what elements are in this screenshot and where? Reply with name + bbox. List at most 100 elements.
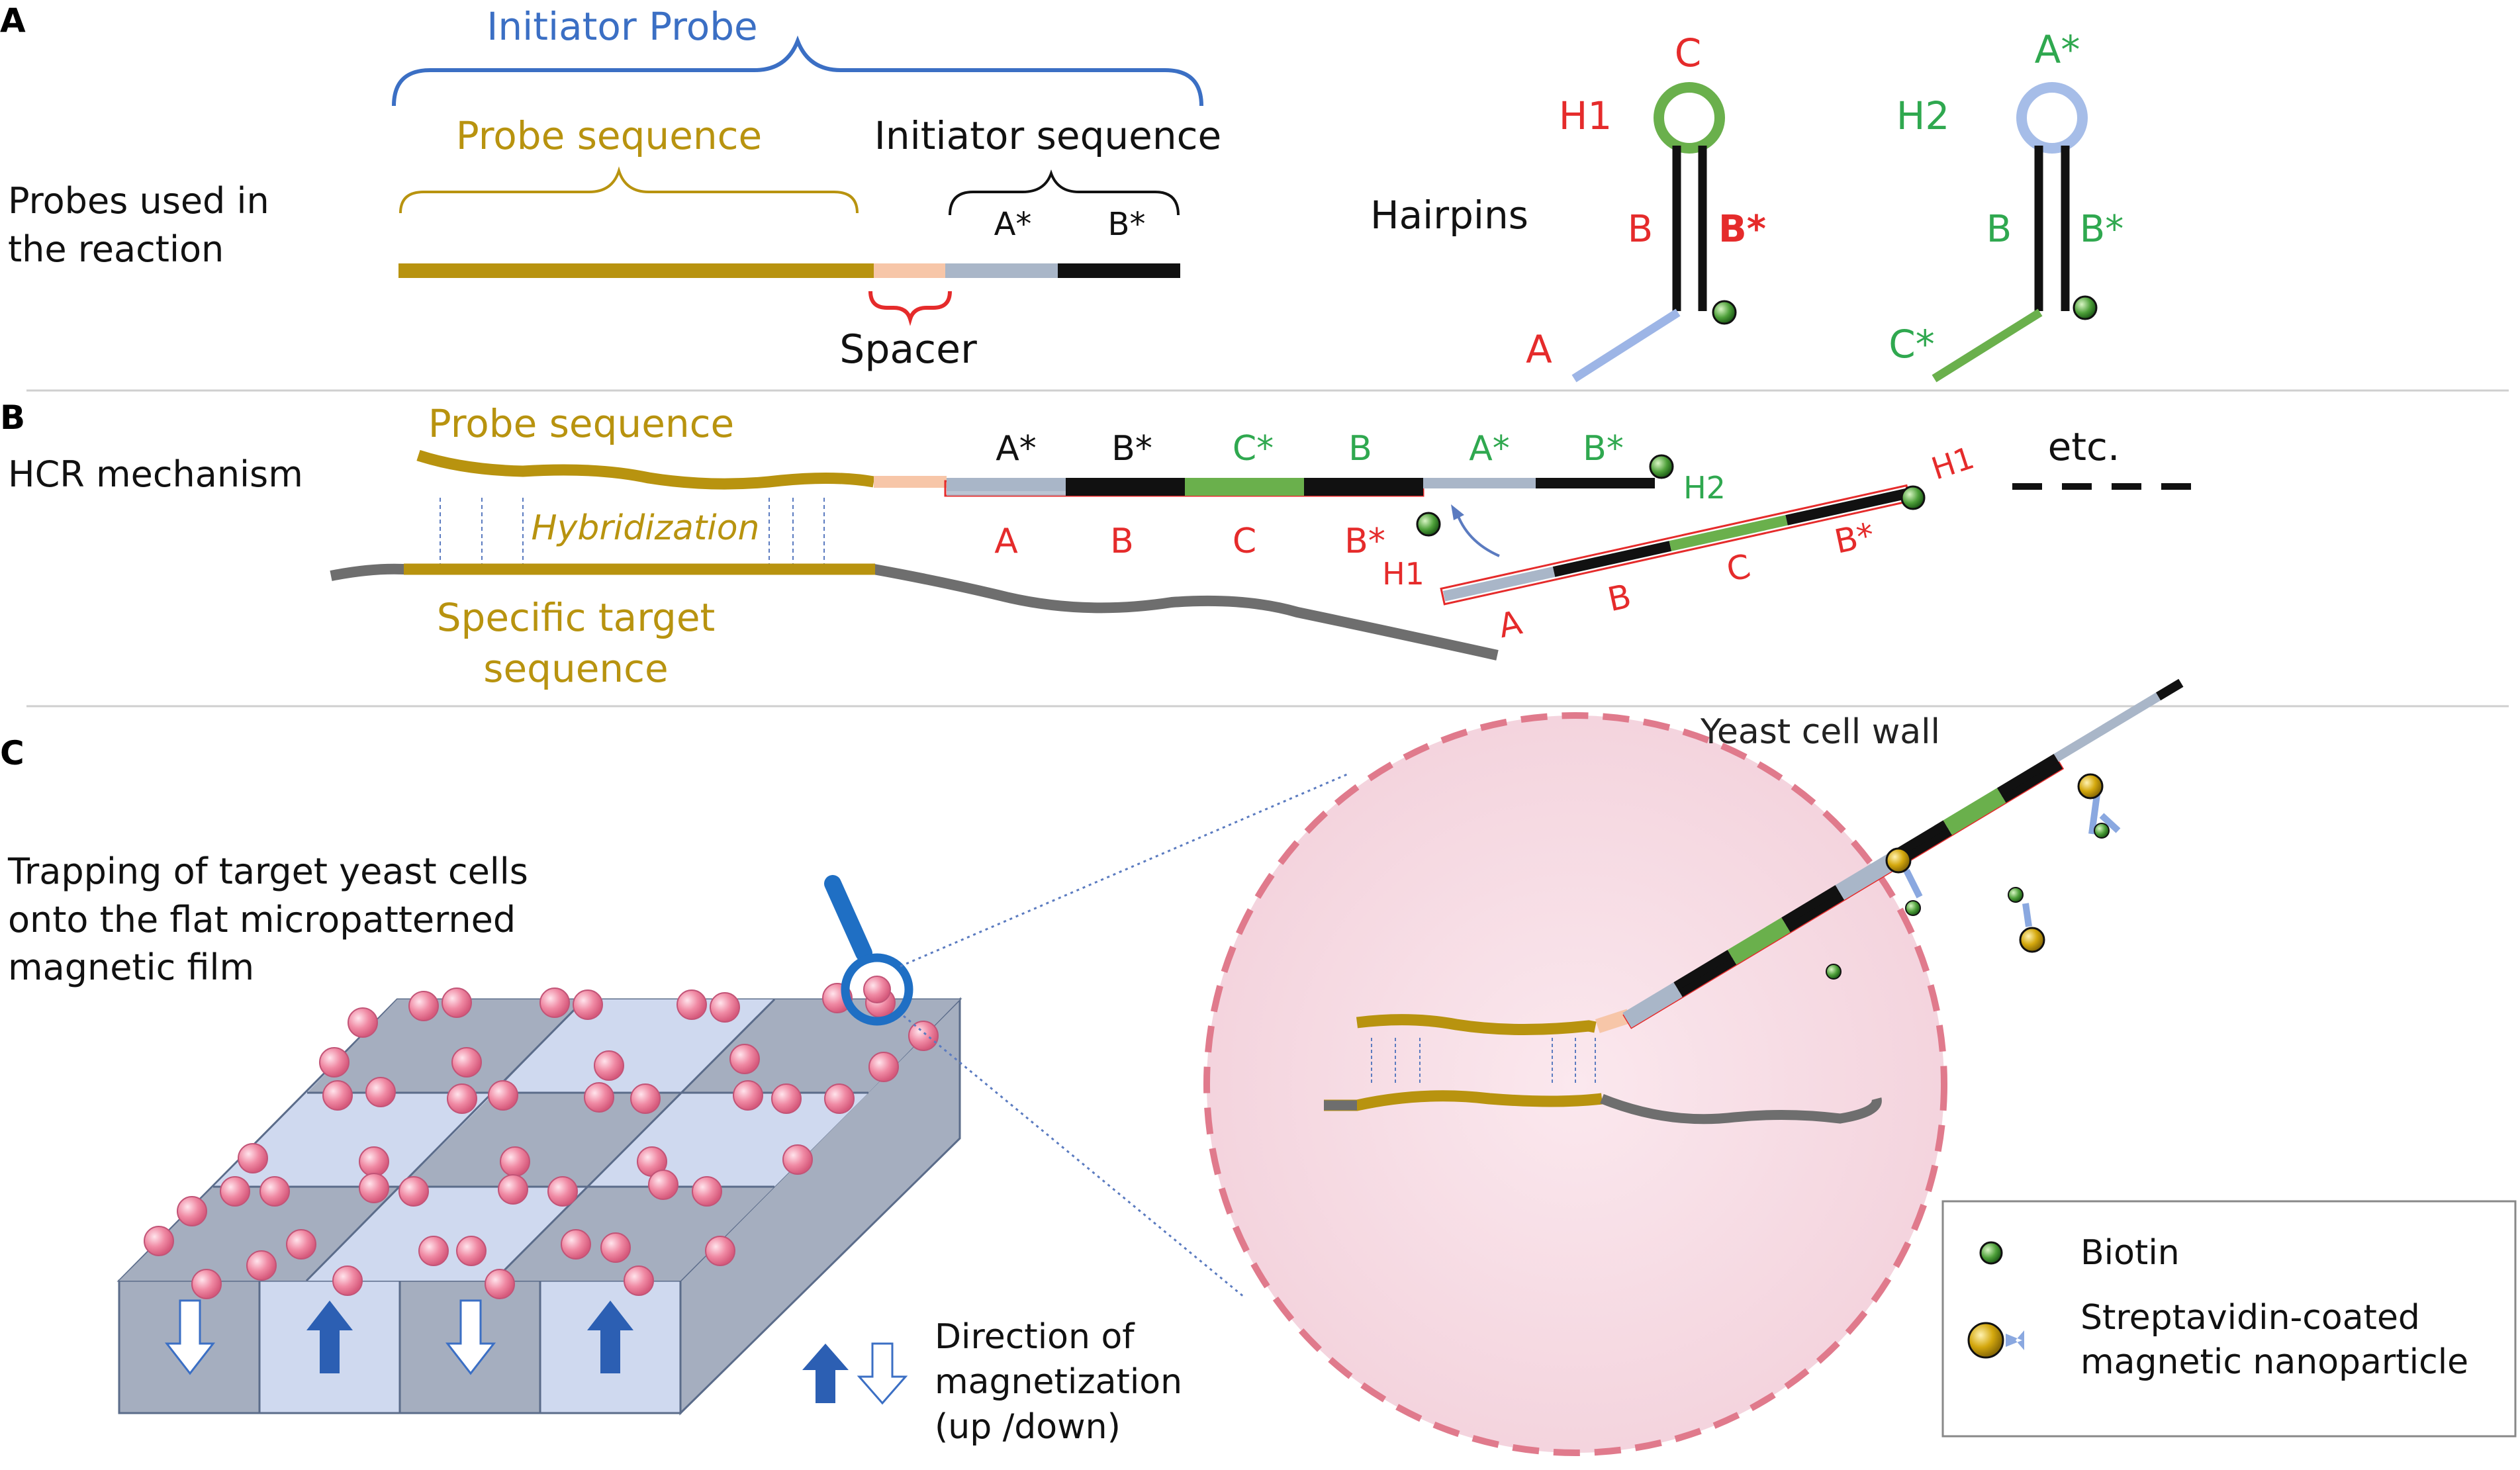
b-h1-label-a: H1 <box>1382 556 1424 592</box>
nanoparticle-icon <box>1885 847 1912 874</box>
yeast-cell <box>539 988 570 1018</box>
yeast-cell <box>500 1146 530 1177</box>
panel-a-a-star: A* <box>994 206 1032 243</box>
spacer-label: Spacer <box>839 326 977 373</box>
yeast-cell <box>677 989 707 1020</box>
b-bottom-label-1: B <box>1110 522 1134 561</box>
b-etc-label: etc. <box>2048 424 2120 469</box>
spacer-bar <box>874 263 945 278</box>
h1-toehold <box>1571 308 1681 383</box>
spacer-brace <box>868 291 952 326</box>
b-top-label-3: B <box>1348 429 1372 469</box>
yeast-cell <box>447 1083 477 1114</box>
yeast-cell <box>238 1143 268 1173</box>
yeast-cell <box>868 1052 899 1082</box>
b-arrow-head-icon <box>1451 504 1464 520</box>
panel-a-side-label-2: the reaction <box>8 228 224 270</box>
target-label-2: sequence <box>483 646 669 691</box>
h2-loop <box>2016 82 2088 154</box>
yeast-cell <box>191 1269 222 1299</box>
b-diag-label-3: B* <box>1831 516 1877 561</box>
yeast-cell-wall-circle <box>1203 712 1947 1456</box>
yeast-cell <box>782 1144 813 1175</box>
h1-loop-label: C <box>1675 30 1702 75</box>
yeast-cell <box>177 1196 207 1226</box>
legend-nanoparticle-icon <box>1967 1322 2004 1359</box>
yeast-cell <box>286 1229 316 1260</box>
b-top-label-0: A* <box>996 429 1037 469</box>
legend-arrow-up-icon <box>802 1344 849 1403</box>
h1-name: H1 <box>1559 93 1612 138</box>
magnetization-label-1: Direction of <box>935 1317 1135 1357</box>
probe-sequence-bar <box>398 263 874 278</box>
magnetization-arrows <box>164 1299 633 1375</box>
yeast-cell <box>498 1174 528 1205</box>
probe-sequence-brace <box>399 166 859 214</box>
yeast-cell <box>246 1250 277 1281</box>
b-star-bar <box>1058 263 1180 278</box>
zoom-line-lower <box>903 1015 1245 1299</box>
b-h1-label-b: H1 <box>1927 439 1978 486</box>
hybridization-label: Hybridization <box>532 508 760 548</box>
panel-c-side-3: magnetic film <box>8 946 254 988</box>
h2-toehold-label: C* <box>1889 322 1935 367</box>
h1-loop <box>1654 82 1725 154</box>
legend-biotin-label: Biotin <box>2080 1233 2180 1273</box>
legend-streptavidin-icon <box>2006 1330 2024 1350</box>
legend-biotin-icon <box>1979 1241 2003 1265</box>
initiator-probe-label: Initiator Probe <box>487 4 757 49</box>
nanoparticle-icon <box>2077 773 2104 800</box>
b-top-label-5: B* <box>1583 429 1624 469</box>
hairpin-h1: H1 C B B* A <box>1526 30 1766 383</box>
b-probe-sequence-label: Probe sequence <box>428 401 734 446</box>
yeast-cell <box>547 1176 578 1207</box>
yeast-cell <box>594 1050 624 1081</box>
b-diag-label-1: B <box>1605 576 1635 619</box>
yeast-cell <box>348 1007 378 1038</box>
yeast-cell <box>144 1226 174 1256</box>
yeast-cell <box>408 991 439 1021</box>
magnetization-label-2: magnetization <box>935 1362 1182 1402</box>
b-diag-biotin-icon <box>1900 485 1926 510</box>
hairpins-label: Hairpins <box>1370 193 1528 238</box>
yeast-cell <box>220 1176 250 1207</box>
yeast-cell <box>398 1176 429 1207</box>
b-bottom-label-3: B* <box>1344 522 1385 561</box>
arrow-down-icon <box>445 1299 496 1375</box>
yeast-cell <box>692 1176 722 1207</box>
panel-c-side-1: Trapping of target yeast cells <box>7 850 528 892</box>
b-h2-biotin-icon <box>1649 454 1674 479</box>
h2-loop-label: A* <box>2035 27 2080 72</box>
yeast-cell <box>584 1082 614 1113</box>
yeast-cell <box>451 1047 482 1078</box>
b-top-labels: A* B* C* B A* B* <box>996 429 1624 469</box>
yeast-cell <box>359 1173 389 1203</box>
arrow-up-icon <box>306 1301 353 1373</box>
yeast-cell <box>259 1176 290 1207</box>
yeast-cell <box>456 1236 487 1266</box>
yeast-cell <box>332 1265 363 1296</box>
yeast-cell <box>908 1021 939 1051</box>
b-seg-b-star-lower <box>1304 486 1423 496</box>
yeast-cell <box>442 988 472 1018</box>
yeast-cell <box>729 1044 760 1074</box>
panel-a-letter: A <box>0 1 26 40</box>
yeast-cell <box>418 1236 449 1266</box>
magnetic-film <box>117 997 962 1416</box>
yeast-cell <box>359 1146 389 1177</box>
target-label-1: Specific target <box>437 595 716 640</box>
b-curved-arrow <box>1455 510 1500 557</box>
panel-b-letter: B <box>0 398 25 437</box>
yeast-cell <box>733 1080 763 1111</box>
b-diag-label-2: C <box>1723 547 1753 589</box>
b-h2-label: H2 <box>1683 470 1726 506</box>
b-diagonal-h1 <box>1440 484 1912 606</box>
b-seg-a-star-2 <box>1423 478 1536 488</box>
legend-strep-label-1: Streptavidin-coated <box>2080 1298 2420 1338</box>
panel-a-side-label-1: Probes used in <box>8 180 269 222</box>
panel-b-side-label: HCR mechanism <box>8 453 303 495</box>
panel-c-side-2: onto the flat micropatterned <box>8 899 516 941</box>
b-top-label-1: B* <box>1111 429 1152 469</box>
h1-toehold-label: A <box>1526 327 1552 372</box>
